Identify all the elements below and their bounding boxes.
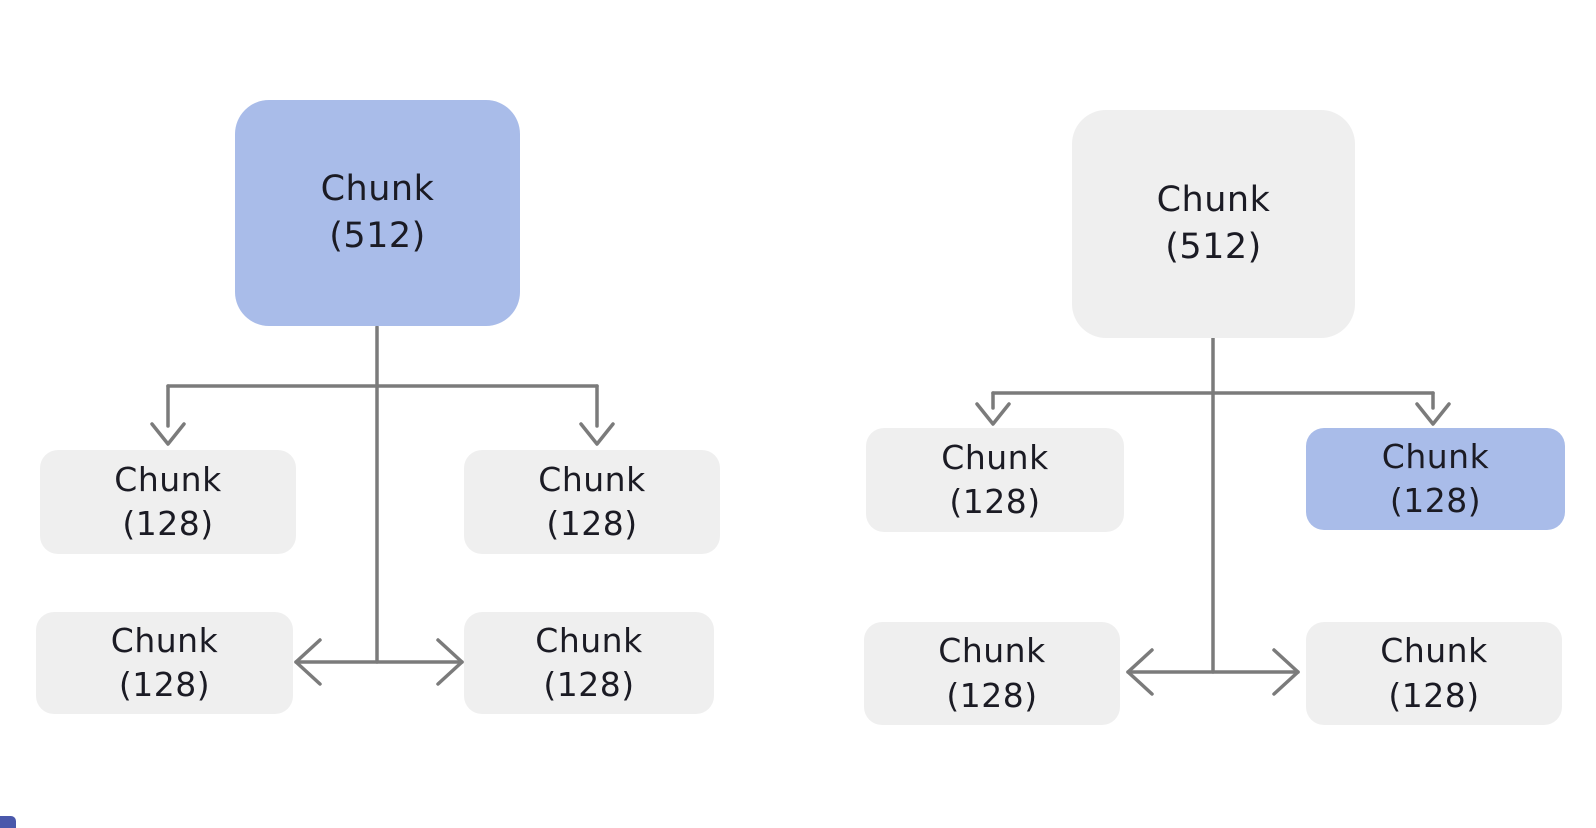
chunk-size-label: (128) [946,675,1038,715]
down-arrowhead [1415,402,1451,426]
chunk-size-label: (512) [1165,227,1262,267]
chunk-label: Chunk [941,437,1049,477]
chunk-512-node: Chunk (512) [1072,110,1355,338]
right-arrowhead [1272,648,1300,696]
chunk-128-node: Chunk (128) [866,428,1124,532]
chunk-512-node: Chunk (512) [235,100,520,326]
left-tree-connectors [150,325,615,686]
chunk-label: Chunk [114,459,222,499]
chunk-label: Chunk [535,620,643,660]
left-arrowhead [1126,648,1154,696]
chunk-label: Chunk [1156,180,1271,221]
chunk-size-label: (128) [1389,481,1482,520]
chunk-128-node: Chunk (128) [464,450,720,554]
chunk-128-node: Chunk (128) [1306,428,1565,530]
chunk-size-label: (512) [329,216,426,256]
down-arrowhead [975,402,1011,426]
chunk-128-node: Chunk (128) [864,622,1120,725]
chunk-128-node: Chunk (128) [40,450,296,554]
chunk-size-label: (128) [122,504,214,543]
chunk-size-label: (128) [546,504,638,543]
chunk-128-node: Chunk (128) [464,612,714,714]
chunk-label: Chunk [938,631,1046,671]
right-tree-connectors [975,336,1451,696]
chunk-size-label: (128) [543,665,635,704]
chunk-label: Chunk [1381,436,1490,476]
chunk-size-label: (128) [118,665,211,704]
down-arrowhead [150,422,186,446]
right-arrowhead [436,638,464,686]
chunk-128-node: Chunk (128) [1306,622,1562,725]
chunk-label: Chunk [110,620,219,660]
chunk-size-label: (128) [949,482,1041,521]
chunk-label: Chunk [320,169,435,210]
corner-accent-shape [0,816,16,828]
chunk-128-node: Chunk (128) [36,612,293,714]
chunk-size-label: (128) [1388,675,1480,715]
left-arrowhead [294,638,322,686]
down-arrowhead [579,422,615,446]
chunk-label: Chunk [1380,631,1488,671]
chunk-label: Chunk [538,459,646,499]
